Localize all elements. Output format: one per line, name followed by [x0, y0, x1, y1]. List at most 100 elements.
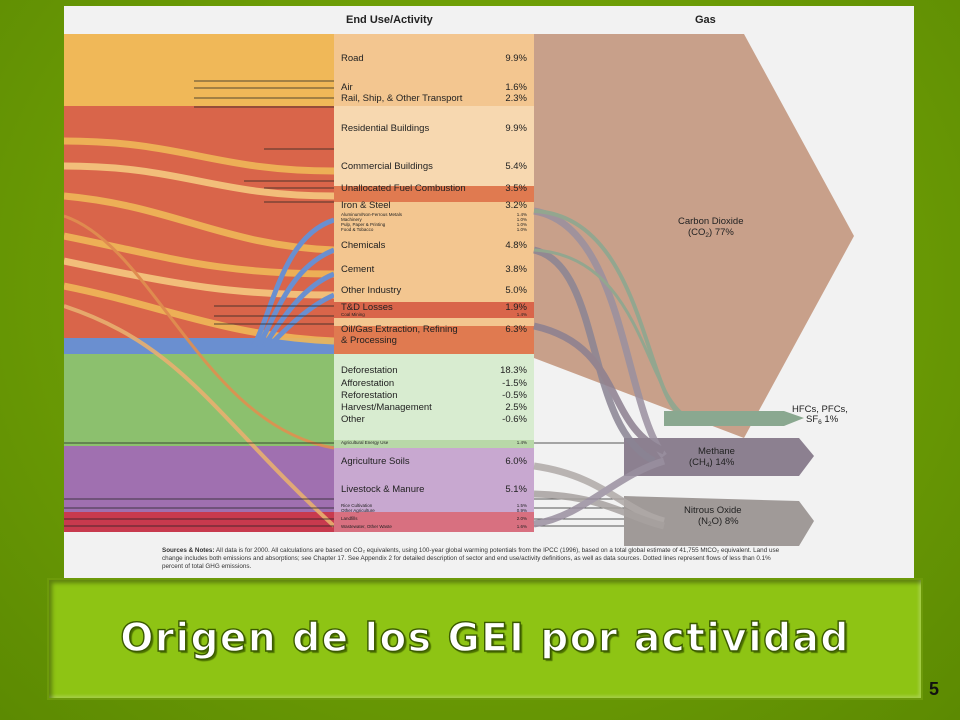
end-use-label: Cement	[341, 264, 375, 275]
end-use-value: 1.6%	[517, 524, 527, 529]
transport-column	[334, 34, 534, 106]
end-use-label: Air	[341, 82, 353, 93]
end-use-label: Machinery	[341, 217, 363, 222]
end-use-value: 1.4%	[517, 212, 527, 217]
electric-curves	[251, 217, 336, 348]
end-use-label: Food & Tobacco	[341, 227, 374, 232]
end-use-value: 1.0%	[517, 222, 527, 227]
end-use-label: T&D Losses	[341, 302, 393, 313]
end-use-label: Reforestation	[341, 390, 398, 401]
end-use-value: 1.6%	[505, 82, 527, 93]
end-use-value: 5.4%	[505, 161, 527, 172]
end-use-label: Pulp, Paper & Printing	[341, 222, 386, 227]
notes-text: All data is for 2000. All calculations a…	[162, 547, 780, 570]
gas-header: Gas	[695, 14, 716, 26]
end-use-value: 9.9%	[505, 123, 527, 134]
end-use-label: Rice Cultivation	[341, 503, 373, 508]
n2o-arrow	[624, 496, 814, 546]
end-use-value: 2.0%	[517, 516, 527, 521]
end-use-value: 9.9%	[505, 53, 527, 64]
end-use-value: -0.5%	[502, 390, 527, 401]
agriculture-column	[334, 448, 534, 512]
sources-notes: Sources & Notes: All data is for 2000. A…	[162, 547, 792, 571]
end-use-label: Wastewater, Other Waste	[341, 524, 392, 529]
hfc-arrow	[664, 411, 804, 426]
end-use-value: 1.4%	[517, 440, 527, 445]
end-use-label: Iron & Steel	[341, 200, 391, 211]
end-use-header: End Use/Activity	[346, 14, 434, 26]
co2-formula: (CO2) 77%	[688, 227, 734, 239]
n2o-formula: (N2O) 8%	[698, 516, 739, 528]
end-use-value: 3.2%	[505, 200, 527, 211]
end-use-label: Agricultural Energy Use	[341, 440, 389, 445]
hfc-line2: SF6 1%	[806, 414, 839, 426]
slide-number: 5	[929, 679, 940, 699]
end-use-value: 3.8%	[505, 264, 527, 275]
end-use-label: Deforestation	[341, 365, 398, 376]
end-use-label: Rail, Ship, & Other Transport	[341, 93, 463, 104]
end-use-value: 1.9%	[505, 302, 527, 313]
end-use-label: & Processing	[341, 335, 397, 346]
end-use-value: -0.6%	[502, 414, 527, 425]
end-use-value: 6.3%	[505, 324, 527, 335]
coal-column	[334, 318, 534, 326]
end-use-label: Agriculture Soils	[341, 456, 410, 467]
end-use-value: -1.5%	[502, 378, 527, 389]
gas-flow-curves	[533, 207, 690, 530]
ch4-formula: (CH4) 14%	[689, 457, 735, 469]
slide-title: Origen de los GEI por actividad	[120, 615, 850, 661]
ch4-name: Methane	[698, 446, 735, 457]
end-use-value: 3.5%	[505, 183, 527, 194]
end-use-value: 2.3%	[505, 93, 527, 104]
end-use-value: 0.9%	[517, 508, 527, 513]
end-use-label: Commercial Buildings	[341, 161, 433, 172]
end-use-value: 4.8%	[505, 240, 527, 251]
industry-column	[334, 202, 534, 302]
waste-column	[334, 512, 534, 532]
unallocated-column	[334, 186, 534, 202]
end-use-label: Unallocated Fuel Combustion	[341, 183, 466, 194]
end-use-value: 5.0%	[505, 285, 527, 296]
end-use-label: Other Industry	[341, 285, 401, 296]
end-use-label: Other	[341, 414, 365, 425]
land-use-band	[64, 354, 334, 446]
end-use-label: Harvest/Management	[341, 402, 432, 413]
end-use-label: Chemicals	[341, 240, 386, 251]
co2-arrow	[534, 34, 854, 438]
end-use-label: Afforestation	[341, 378, 394, 389]
buildings-column	[334, 106, 534, 186]
end-use-value: 5.1%	[505, 484, 527, 495]
end-use-label: Coal Mining	[341, 312, 365, 317]
landuse-column	[334, 354, 534, 440]
co2-name: Carbon Dioxide	[678, 216, 743, 227]
end-use-value: 6.0%	[505, 456, 527, 467]
end-use-value: 1.5%	[517, 503, 527, 508]
end-use-label: Landfills	[341, 516, 358, 521]
end-use-label: Residential Buildings	[341, 123, 429, 134]
notes-heading: Sources & Notes:	[162, 547, 215, 554]
transport-band	[64, 34, 334, 106]
flow-curves	[64, 137, 336, 528]
end-use-value: 18.3%	[500, 365, 527, 376]
oilgas-column	[334, 326, 534, 354]
n2o-name: Nitrous Oxide	[684, 505, 742, 516]
end-use-value: 1.0%	[517, 217, 527, 222]
agriculture-band	[64, 446, 334, 512]
diagram-panel: End Use/Activity Gas Road 9.9% Air 1.6% Rail…	[64, 6, 914, 581]
hfc-line1: HFCs, PFCs,	[792, 404, 848, 415]
sankey-diagram: End Use/Activity Gas Road 9.9% Air 1.6% Rail…	[64, 14, 854, 546]
end-use-label: Other Agriculture	[341, 508, 375, 513]
end-use-label: Aluminum/Non-Ferrous Metals	[341, 212, 403, 217]
ch4-arrow	[624, 438, 814, 476]
agenergy-column	[334, 440, 534, 448]
end-use-value: 1.0%	[517, 227, 527, 232]
td-column	[334, 302, 534, 318]
end-use-label: Livestock & Manure	[341, 484, 424, 495]
end-use-label: Oil/Gas Extraction, Refining	[341, 324, 458, 335]
waste-band	[64, 512, 334, 532]
end-use-value: 2.5%	[505, 402, 527, 413]
end-use-labels: Road 9.9% Air 1.6% Rail, Ship, & Other Trans…	[341, 53, 528, 529]
end-use-label: Road	[341, 53, 364, 64]
end-use-value: 1.4%	[517, 312, 527, 317]
title-box: Origen de los GEI por actividad	[47, 578, 923, 700]
